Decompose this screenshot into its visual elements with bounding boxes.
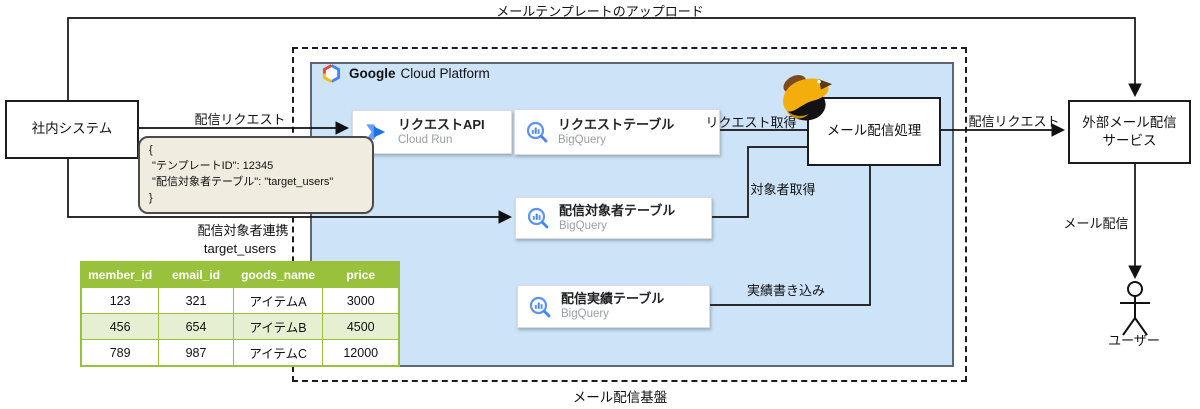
table-header-cell: goods_name bbox=[232, 261, 324, 288]
label-target-users-caption: target_users bbox=[203, 241, 277, 256]
bigquery-icon bbox=[526, 121, 548, 143]
arrow-result-write bbox=[690, 162, 871, 312]
table-cell: アイテムC bbox=[232, 339, 324, 367]
label-user: ユーザー bbox=[1108, 333, 1160, 348]
label-delivery-request-left: 配信リクエスト bbox=[194, 112, 286, 127]
gcp-brand-bold: Google bbox=[349, 66, 396, 81]
result-table-subtitle: BigQuery bbox=[561, 308, 609, 321]
label-request-fetch: リクエスト取得 bbox=[705, 115, 797, 130]
table-cell: 456 bbox=[80, 313, 160, 340]
user-figure bbox=[1120, 281, 1150, 336]
table-cell: 987 bbox=[158, 339, 234, 367]
table-cell: 12000 bbox=[322, 339, 400, 367]
external-service-label-2: サービス bbox=[1102, 133, 1157, 148]
note-line: { bbox=[149, 144, 153, 156]
bird-mascot-icon bbox=[783, 75, 833, 121]
note-line: "配信対象者テーブル": "target_users" bbox=[149, 175, 334, 188]
request-table-subtitle: BigQuery bbox=[558, 133, 606, 146]
result-table-title: 配信実績テーブル bbox=[561, 291, 665, 307]
arrow-target-link bbox=[67, 155, 513, 224]
cloud-run-icon bbox=[366, 124, 386, 140]
request-api-title: リクエストAPI bbox=[398, 116, 485, 132]
table-header-cell: email_id bbox=[158, 261, 234, 288]
target-table-title: 配信対象者テーブル bbox=[559, 202, 676, 218]
table-row: 789 987 アイテムC 12000 bbox=[80, 339, 400, 367]
mail-platform-boundary bbox=[292, 47, 967, 382]
card-target-table: 配信対象者テーブル BigQuery bbox=[515, 197, 712, 239]
node-external-service: 外部メール配信 サービス bbox=[1068, 100, 1191, 164]
table-cell: アイテムB bbox=[232, 313, 324, 340]
gcp-brand-rest: Cloud Platform bbox=[400, 66, 490, 81]
card-request-table: リクエストテーブル BigQuery bbox=[514, 109, 720, 155]
external-service-label-1: 外部メール配信 bbox=[1082, 114, 1177, 130]
table-cell: 789 bbox=[80, 339, 160, 367]
card-request-api: リクエストAPI Cloud Run bbox=[352, 110, 512, 154]
internal-system-label: 社内システム bbox=[31, 121, 113, 137]
mail-process-label: メール配信処理 bbox=[826, 123, 922, 139]
label-delivery-request-right: 配信リクエスト bbox=[968, 114, 1060, 129]
table-cell: 4500 bbox=[322, 313, 400, 340]
request-api-subtitle: Cloud Run bbox=[398, 133, 453, 146]
table-cell: 3000 bbox=[322, 287, 400, 314]
label-target-fetch: 対象者取得 bbox=[750, 182, 816, 197]
note-line: } bbox=[149, 191, 153, 204]
note-line: "テンプレートID": 12345 bbox=[149, 159, 274, 172]
label-target-link: 配信対象者連携 bbox=[197, 223, 289, 238]
table-header-cell: price bbox=[322, 261, 400, 288]
table-header-cell: member_id bbox=[80, 261, 160, 288]
target-table-subtitle: BigQuery bbox=[559, 219, 607, 232]
table-cell: 123 bbox=[80, 287, 160, 314]
arrow-target-fetch bbox=[692, 146, 807, 224]
table-cell: 654 bbox=[158, 313, 234, 340]
table-row: 456 654 アイテムB 4500 bbox=[80, 313, 400, 340]
request-table-title: リクエストテーブル bbox=[558, 116, 675, 132]
bigquery-icon bbox=[529, 296, 551, 317]
target-users-table: member_id email_id goods_name price 123 … bbox=[80, 261, 400, 367]
bigquery-icon bbox=[527, 207, 549, 229]
label-result-write: 実績書き込み bbox=[746, 283, 826, 298]
label-mail-delivery: メール配信 bbox=[1063, 216, 1129, 231]
label-mail-platform-footer: メール配信基盤 bbox=[572, 390, 668, 405]
table-cell: アイテムA bbox=[232, 287, 324, 314]
node-internal-system: 社内システム bbox=[5, 100, 139, 159]
node-mail-process: メール配信処理 bbox=[807, 97, 941, 166]
table-row: 123 321 アイテムA 3000 bbox=[80, 287, 400, 314]
card-result-table: 配信実績テーブル BigQuery bbox=[517, 285, 710, 328]
gcp-logo-icon bbox=[322, 64, 341, 83]
table-header-row: member_id email_id goods_name price bbox=[80, 261, 400, 288]
table-cell: 321 bbox=[158, 287, 234, 314]
request-json-note: { "テンプレートID": 12345 "配信対象者テーブル": "target… bbox=[138, 136, 374, 214]
label-template-upload: メールテンプレートのアップロード bbox=[496, 4, 704, 19]
arrow-template-upload bbox=[67, 17, 1142, 100]
gcp-brand: Google Cloud Platform bbox=[322, 64, 490, 83]
